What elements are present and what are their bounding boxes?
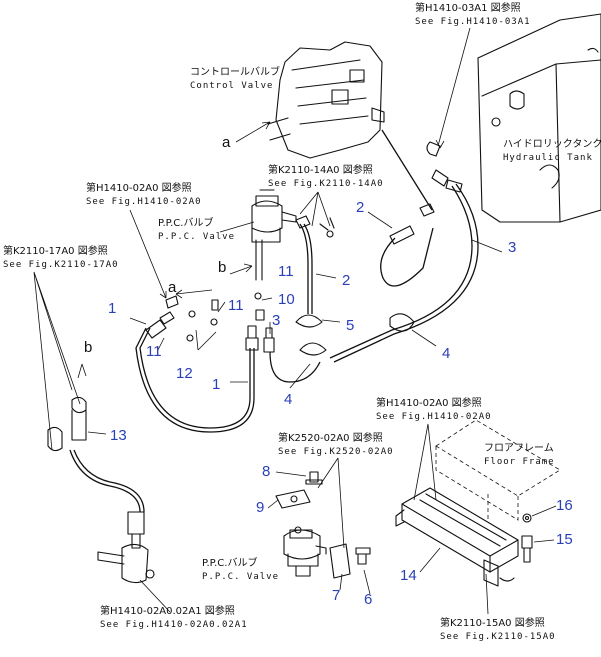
control-valve-name-en: Control Valve xyxy=(190,81,273,91)
callout-a-top: a xyxy=(222,134,231,151)
callout-14: 14 xyxy=(400,567,417,584)
callout-16: 16 xyxy=(556,497,573,514)
callout-3-mid: 3 xyxy=(272,312,280,329)
ppc-top-name-jp: P.P.C.バルブ xyxy=(158,216,213,229)
ppc-valve-bottom xyxy=(283,526,371,579)
bracket-14 xyxy=(395,487,519,587)
callout-a-mid: a xyxy=(168,279,177,296)
callout-12: 12 xyxy=(176,365,193,382)
bolt-15-washer-16 xyxy=(521,513,533,563)
hose-13-assembly xyxy=(47,396,155,584)
ppc-top-name-en: P.P.C. Valve xyxy=(158,232,235,242)
k2110-17-ref-jp: 第K2110-17A0 図参照 xyxy=(3,244,108,257)
callout-6: 6 xyxy=(364,591,372,608)
h1410-right-ref-en: See Fig.H1410-02A0 xyxy=(376,412,492,422)
floor-frame-name-en: Floor Frame xyxy=(484,457,555,467)
callout-2-top: 2 xyxy=(356,199,364,216)
callout-1-top: 1 xyxy=(108,300,116,317)
ppc-valve-top xyxy=(251,189,297,281)
hydraulic-tank-ref-jp: 第H1410-03A1 図参照 xyxy=(415,1,521,14)
k2110-17-ref-en: See Fig.K2110-17A0 xyxy=(3,260,119,270)
callout-1-bottom: 1 xyxy=(212,376,220,393)
hydraulic-tank-name-en: Hydraulic Tank xyxy=(503,153,593,163)
callout-11-b: 11 xyxy=(228,297,244,314)
callout-4-right: 4 xyxy=(442,345,450,362)
callout-2-mid: 2 xyxy=(342,272,350,289)
ppc-bottom-name-en: P.P.C. Valve xyxy=(202,572,279,582)
hydraulic-tank xyxy=(477,13,601,223)
callout-9: 9 xyxy=(256,499,264,516)
h1410-right-ref-jp: 第H1410-02A0 図参照 xyxy=(376,396,482,409)
callout-7: 7 xyxy=(332,587,340,604)
ppc-top-ref-jp: 第K2110-14A0 図参照 xyxy=(268,163,373,176)
callout-3-right: 3 xyxy=(508,239,516,256)
h1410-bottom-ref-en: See Fig.H1410-02A0.02A1 xyxy=(100,620,248,630)
hydraulic-tank-ref-en: See Fig.H1410-03A1 xyxy=(415,17,531,27)
ppc-bottom-name-jp: P.P.C.バルブ xyxy=(202,556,257,569)
k2520-ref-jp: 第K2520-02A0 図参照 xyxy=(278,431,383,444)
k2520-ref-en: See Fig.K2520-02A0 xyxy=(278,447,394,457)
callout-15: 15 xyxy=(556,531,573,548)
callout-5: 5 xyxy=(346,317,354,334)
callout-b-left: b xyxy=(84,339,92,356)
hydraulic-tank-name-jp: ハイドロリックタンク xyxy=(503,138,601,150)
h1410-left-ref-en: See Fig.H1410-02A0 xyxy=(86,197,202,207)
ppc-top-ref-en: See Fig.K2110-14A0 xyxy=(268,179,384,189)
plate-9 xyxy=(275,471,323,509)
floor-frame-name-jp: フロアフレーム xyxy=(484,442,554,454)
callout-10: 10 xyxy=(278,291,295,308)
callout-13: 13 xyxy=(110,427,127,444)
callout-11-a: 11 xyxy=(278,263,294,280)
callout-4-mid: 4 xyxy=(284,391,292,408)
callout-b-mid: b xyxy=(218,259,226,276)
callout-11-c: 11 xyxy=(146,343,162,360)
control-valve xyxy=(267,41,385,159)
k2110-15-ref-jp: 第K2110-15A0 図参照 xyxy=(440,616,545,629)
tank-ref-leader xyxy=(437,27,471,147)
h1410-left-ref-jp: 第H1410-02A0 図参照 xyxy=(86,181,192,194)
control-valve-name-jp: コントロールバルブ xyxy=(190,65,280,78)
k2110-15-ref-en: See Fig.K2110-15A0 xyxy=(440,632,556,642)
callout-8: 8 xyxy=(262,463,270,480)
floor-frame xyxy=(435,419,561,521)
h1410-bottom-ref-jp: 第H1410-02A0.02A1 図参照 xyxy=(100,604,235,617)
